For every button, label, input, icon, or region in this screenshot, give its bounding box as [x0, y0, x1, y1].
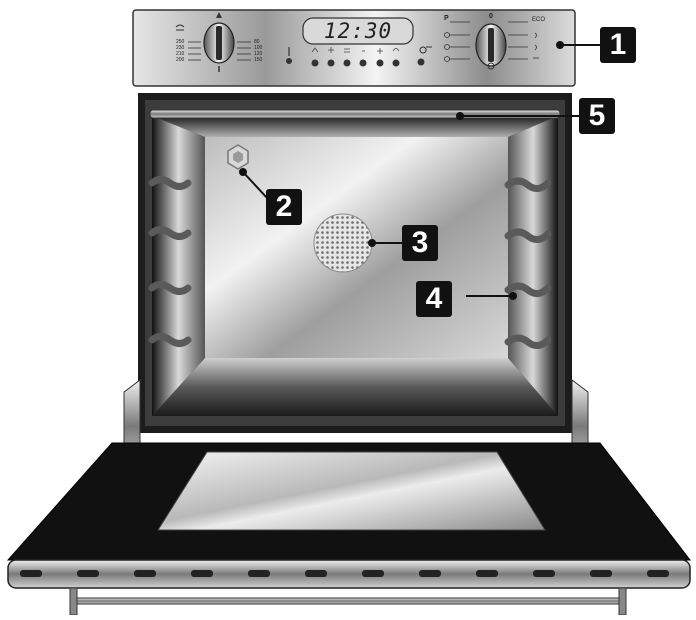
function-eco-label: ECO [532, 17, 545, 23]
right-scale-150: 150 [254, 57, 262, 63]
door-handle [8, 560, 690, 588]
callout-2: 2 [266, 189, 302, 225]
left-scale-200: 200 [176, 57, 184, 63]
drawer-rail [77, 598, 619, 604]
oven-lamp [228, 145, 248, 169]
cavity-floor [152, 358, 558, 416]
function-p-label: P [444, 15, 449, 22]
cavity-ceiling [152, 116, 558, 137]
callout-4: 4 [416, 281, 452, 317]
function-zero-label: 0 [489, 13, 493, 20]
door-window [158, 452, 545, 530]
clock-time: 12:30 [306, 19, 410, 43]
callout-3: 3 [402, 225, 438, 261]
callout-5: 5 [579, 98, 615, 134]
callout-1: 1 [600, 27, 636, 63]
